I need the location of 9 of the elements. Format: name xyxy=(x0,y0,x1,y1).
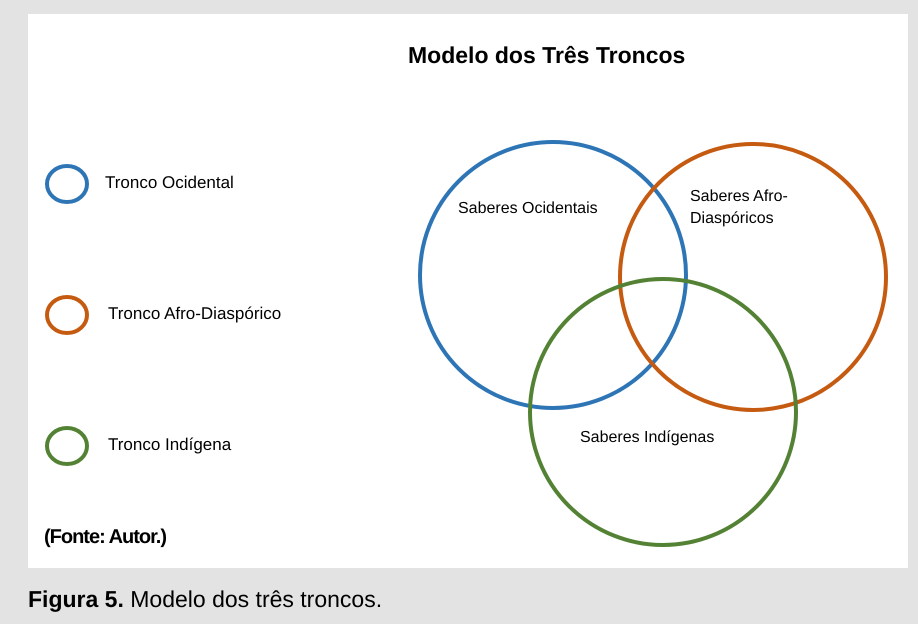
legend-label: Tronco Afro-Diaspórico xyxy=(108,304,282,324)
source-note: (Fonte: Autor.) xyxy=(44,526,166,549)
legend-label: Tronco Indígena xyxy=(108,435,232,455)
venn-circle xyxy=(528,277,798,547)
venn-circle xyxy=(418,140,688,410)
venn-circle xyxy=(618,142,888,412)
diagram-title: Modelo dos Três Troncos xyxy=(408,42,686,69)
legend-label: Tronco Ocidental xyxy=(105,173,234,193)
figure-caption: Figura 5. Modelo dos três troncos. xyxy=(28,586,382,613)
